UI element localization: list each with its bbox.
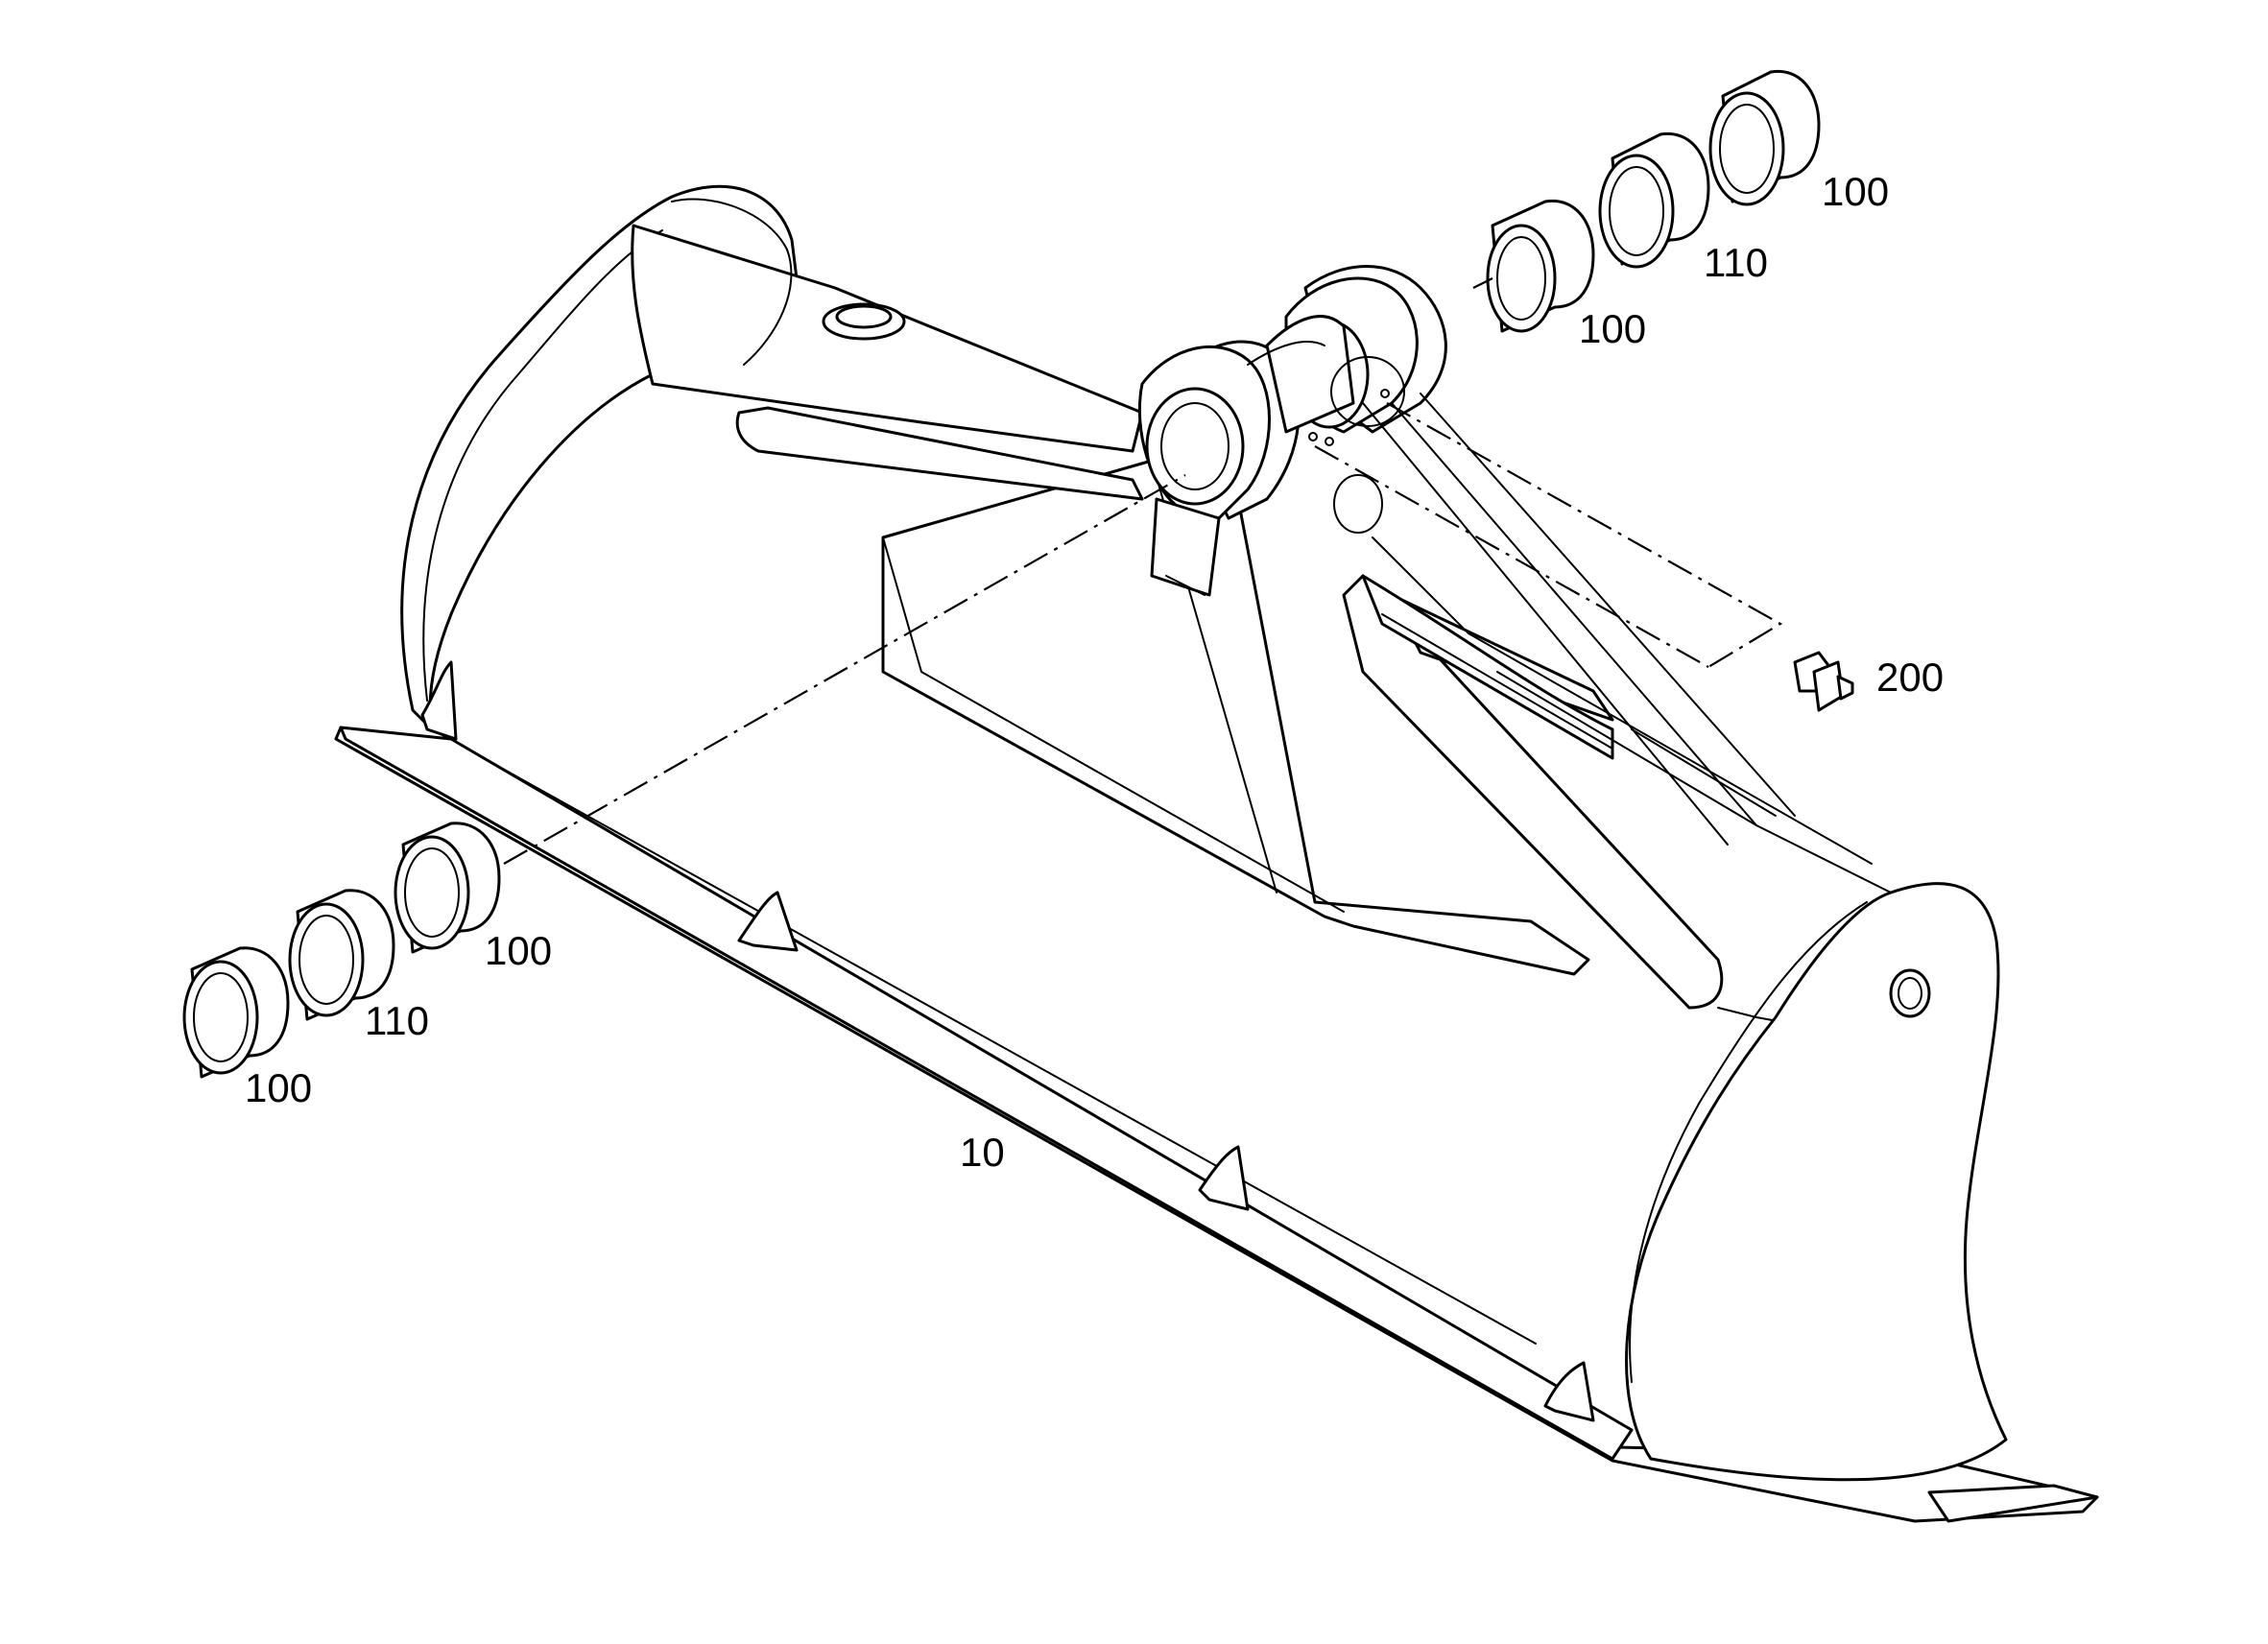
spacer-top-icon: [1598, 131, 1710, 269]
bucket-body: [334, 184, 2099, 1523]
spacer-left-icon: [288, 889, 395, 1021]
bushing-top-left-icon: [1486, 199, 1595, 333]
label-bushing-left-inner: 100: [485, 928, 552, 973]
label-bushing-left-outer: 100: [245, 1065, 312, 1110]
label-bucket: 10: [960, 1130, 1005, 1175]
label-grease-nipple: 200: [1876, 655, 1944, 700]
bushing-left-outer-icon: [182, 946, 290, 1079]
left-bushings: [182, 822, 501, 1079]
assembly-lines: [503, 402, 1783, 865]
label-spacer-left: 110: [365, 998, 429, 1043]
hinge-lugs: [1137, 265, 1796, 846]
grease-nipple-icon: [1793, 651, 1854, 712]
bushing-left-inner-icon: [394, 822, 501, 954]
top-right-bushings: [1472, 69, 1821, 333]
label-bushing-top-right: 100: [1822, 169, 1889, 214]
label-bushing-top-left: 100: [1579, 306, 1646, 351]
label-spacer-top: 110: [1704, 240, 1768, 285]
bushing-top-right-icon: [1708, 69, 1821, 206]
